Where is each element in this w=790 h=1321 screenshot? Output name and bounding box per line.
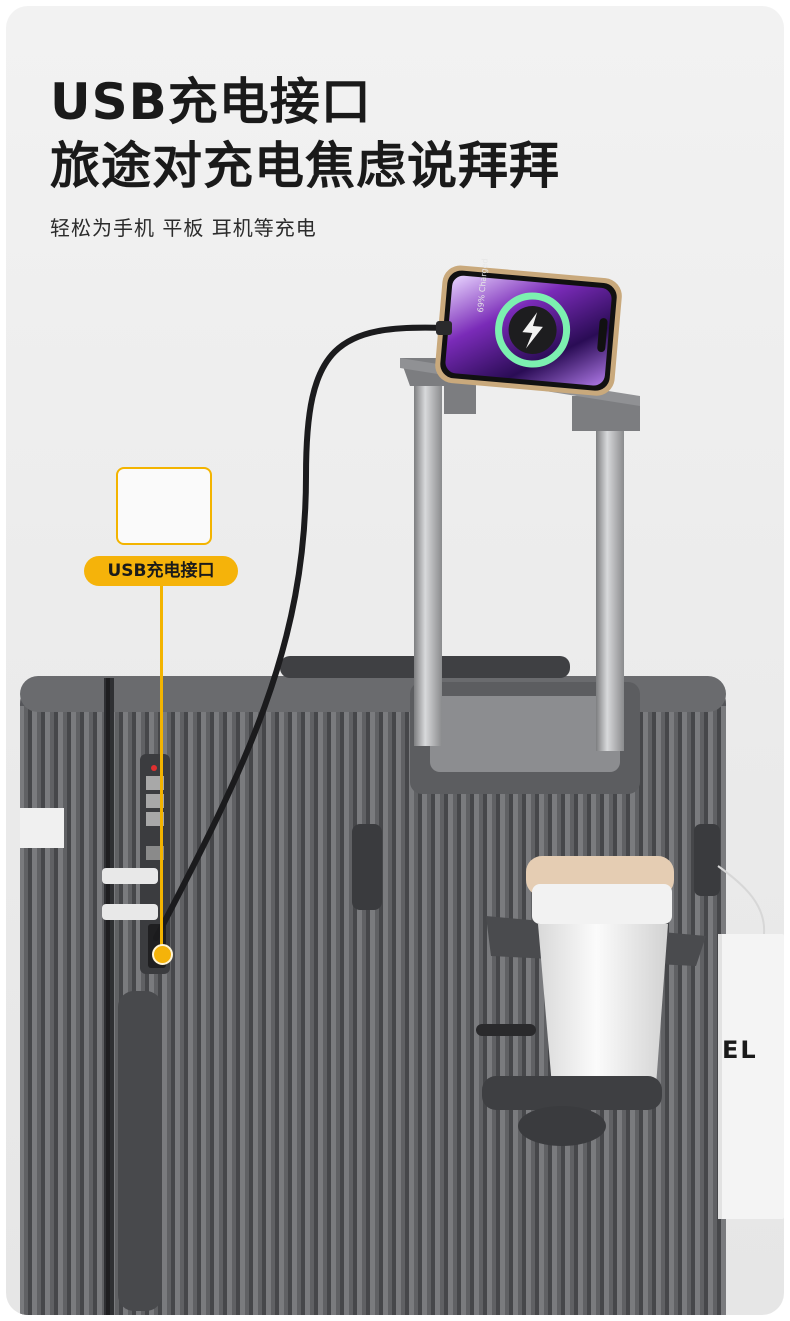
headline-line-2: 旅途对充电焦虑说拜拜 <box>50 137 560 195</box>
callout-leader-line <box>160 586 163 951</box>
cup-holder <box>476 856 706 1146</box>
lightning-bolt-icon <box>522 312 543 349</box>
subheadline: 轻松为手机 平板 耳机等充电 <box>50 216 317 240</box>
usb-callout-label: USB充电接口 <box>84 556 238 586</box>
headline-line-1: USB充电接口 <box>50 73 372 131</box>
callout-marker-dot <box>152 944 173 965</box>
luggage-illustration <box>20 265 784 1315</box>
shopping-bag <box>717 865 784 1219</box>
phone-device <box>435 265 622 396</box>
usb-callout-box <box>116 467 212 545</box>
product-card: USB充电接口 旅途对充电焦虑说拜拜 轻松为手机 平板 耳机等充电 USB充电接… <box>6 6 784 1315</box>
charging-cable <box>153 324 449 941</box>
bag-partial-text: EL <box>722 1036 758 1064</box>
